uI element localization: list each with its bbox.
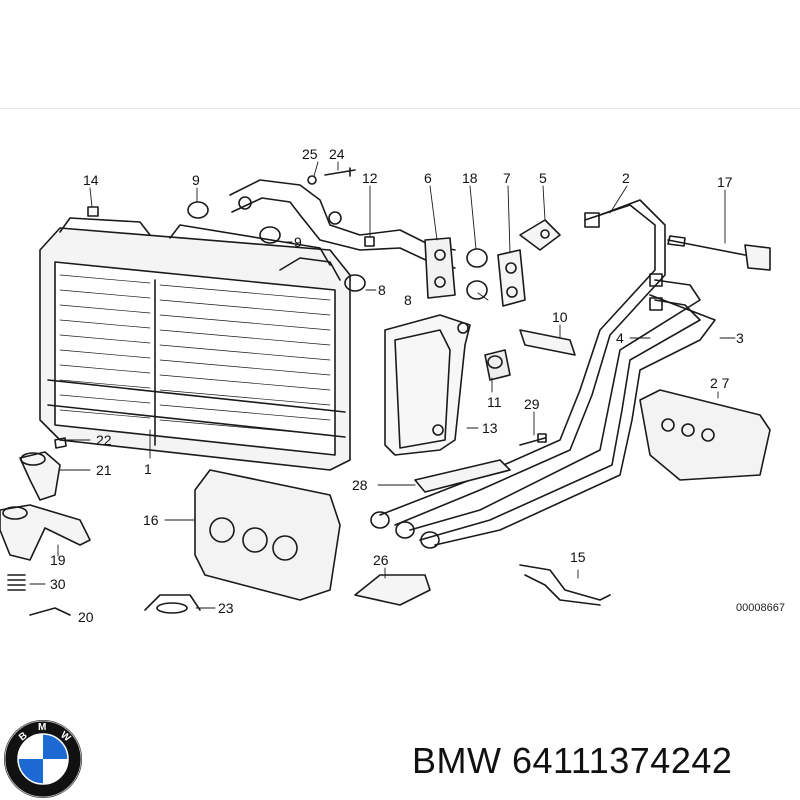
callout-23: 23 [218, 600, 234, 616]
callout-9b: 9 [294, 234, 302, 250]
bracket-drawing [384, 314, 471, 456]
callout-9a: 9 [192, 172, 200, 188]
left-fittings-drawing [0, 437, 201, 616]
callout-5: 5 [539, 170, 547, 186]
callout-17: 17 [717, 174, 733, 190]
callout-8a: 8 [378, 282, 386, 298]
callout-20: 20 [78, 609, 94, 625]
callout-11: 11 [487, 394, 502, 410]
callout-18: 18 [462, 170, 478, 186]
bmw-logo: B M W [4, 720, 82, 798]
svg-text:M: M [38, 722, 46, 733]
callout-21: 21 [96, 462, 112, 478]
callout-30: 30 [50, 576, 66, 592]
diagram-reference-code: 00008667 [736, 602, 785, 614]
callout-22: 22 [96, 432, 112, 448]
exploded-parts-diagram: 14 9 25 24 12 6 18 7 5 2 17 9 8 8 10 4 3… [0, 146, 785, 625]
callout-4: 4 [616, 330, 624, 346]
callout-1: 1 [144, 461, 152, 477]
strap-bolt-drawing [414, 433, 547, 493]
seal-plate-drawing [87, 206, 561, 307]
callout-15: 15 [570, 549, 586, 565]
callout-12: 12 [362, 170, 378, 186]
brand-name: BMW [412, 740, 502, 781]
top-divider [0, 108, 800, 109]
seal-strip-drawing [484, 329, 576, 381]
callout-24: 24 [329, 146, 345, 162]
o-rings-drawing [187, 201, 488, 300]
callout-26: 26 [373, 552, 389, 568]
cover-drawing [639, 389, 771, 481]
callout-2: 2 [622, 170, 630, 186]
clips-drawing [354, 564, 611, 606]
callout-13: 13 [482, 420, 498, 436]
callout-25: 25 [302, 146, 318, 162]
callout-27: 2 7 [710, 375, 730, 391]
coolant-pipes-drawing [370, 199, 716, 549]
part-number: 64111374242 [512, 740, 733, 781]
callout-7: 7 [503, 170, 511, 186]
callout-labels: 14 9 25 24 12 6 18 7 5 2 17 9 8 8 10 4 3… [50, 146, 785, 625]
callout-10: 10 [552, 309, 568, 325]
callout-6: 6 [424, 170, 432, 186]
callout-28: 28 [352, 477, 368, 493]
callout-19: 19 [50, 552, 66, 568]
upper-pipe-drawing [229, 167, 456, 299]
callout-29: 29 [524, 396, 540, 412]
callout-14: 14 [83, 172, 99, 188]
part-title: BMW 64111374242 [412, 740, 732, 782]
callout-16: 16 [143, 512, 159, 528]
callout-8b: 8 [404, 292, 412, 308]
valve-housing-drawing [194, 469, 341, 601]
callout-3: 3 [736, 330, 744, 346]
heater-core-drawing [39, 217, 351, 471]
leader-lines [29, 161, 736, 609]
temperature-sensor-drawing [667, 235, 771, 271]
